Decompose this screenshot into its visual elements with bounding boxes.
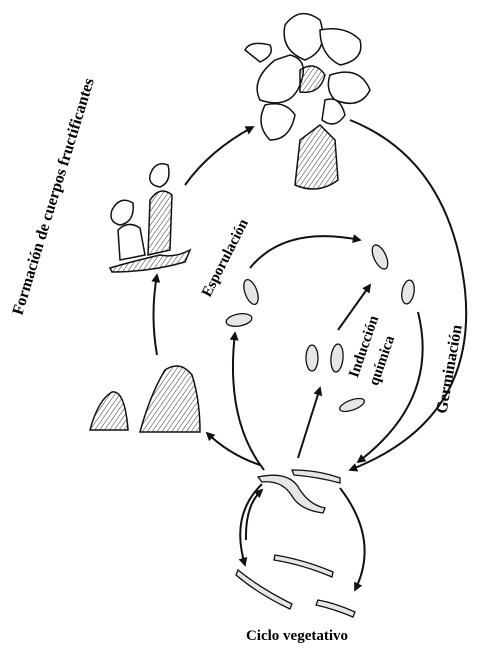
- spores-sporulation: [225, 278, 261, 328]
- label-fruiting-body-formation: Formación de cuerpos fructificantes: [10, 76, 98, 317]
- arrow-fruiting-bodies-to-mature: [185, 127, 253, 185]
- early-fruiting-bodies: [110, 164, 190, 272]
- arrow-vegetative-down-left: [240, 484, 262, 565]
- arrow-vegetative-up: [246, 490, 262, 540]
- arrow-sporulation-to-spores: [250, 236, 360, 268]
- arrow-mounds-to-fruiting-bodies: [154, 275, 158, 355]
- mature-fruiting-body: [245, 14, 370, 189]
- label-vegetative-cycle: Ciclo vegetativo: [246, 628, 348, 644]
- arrow-aggregation-to-mounds: [207, 433, 260, 465]
- label-germination: Germinación: [433, 323, 465, 414]
- arrow-aggregation-to-sporulation: [233, 333, 264, 470]
- spores-right: [369, 243, 416, 305]
- arrow-vegetative-down-right: [340, 488, 365, 590]
- arrow-aggregation-to-induction: [298, 388, 320, 458]
- aggregation-mounds: [90, 366, 200, 432]
